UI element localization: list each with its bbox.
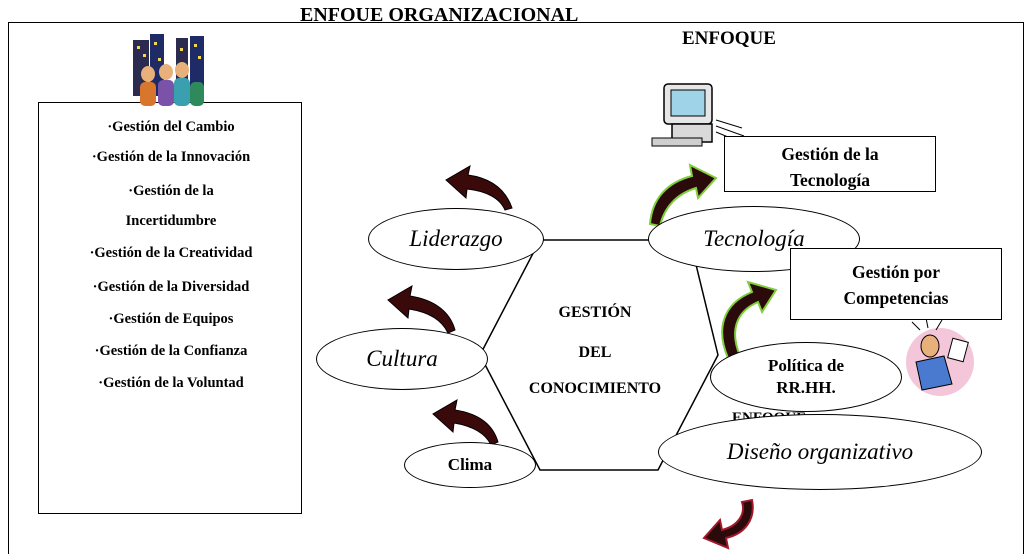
ellipse-politica: Política de RR.HH. [710, 342, 902, 412]
list-item: ·Gestión de la Diversidad [92, 279, 250, 295]
ellipse-diseno: Diseño organizativo [658, 414, 982, 490]
diagram-frame [8, 22, 1024, 554]
computer-clipart-icon [651, 83, 745, 147]
list-item: ·Gestión de la [128, 183, 214, 199]
ellipse-label: Tecnología [703, 226, 805, 251]
list-item: ·Gestión del Cambio [107, 119, 235, 135]
ellipse-label: Liderazgo [409, 226, 503, 251]
management-list-box: ·Gestión del Cambio ·Gestión de la Innov… [38, 102, 302, 514]
ellipse-label: Cultura [366, 346, 438, 371]
box-gestion-tecnologia: Gestión de la Tecnología [724, 136, 936, 192]
ellipse-clima: Clima [404, 442, 536, 488]
list-item: ·Gestión de la Innovación [91, 149, 251, 165]
list-item: ·Gestión de la Confianza [94, 343, 248, 359]
arrow-diseno-down [702, 498, 754, 550]
ellipse-liderazgo: Liderazgo [368, 208, 544, 270]
box-line: Gestión de la [781, 144, 879, 164]
title-enfoque-right: ENFOQUE [682, 28, 776, 49]
arrow-competencias [721, 280, 778, 360]
arrow-tecnologia [648, 163, 718, 228]
list-item: ·Gestión de la Creatividad [89, 245, 253, 261]
ellipse-label: RR.HH. [776, 378, 836, 397]
box-line: Competencias [843, 288, 949, 308]
box-gestion-competencias: Gestión por Competencias [790, 248, 1002, 320]
box-line: Tecnología [789, 170, 871, 190]
list-item: ·Gestión de la Voluntad [98, 375, 244, 391]
center-line-2: DEL [578, 344, 612, 361]
title-organizational: ENFOUE ORGANIZACIONAL [300, 4, 579, 26]
ellipse-label: Diseño organizativo [726, 439, 914, 464]
center-line-3: CONOCIMIENTO [528, 380, 662, 397]
center-line-1: GESTIÓN [558, 304, 632, 321]
ellipse-label: Política de [767, 356, 844, 375]
ellipse-cultura: Cultura [316, 328, 488, 390]
arrow-cultura [387, 285, 456, 334]
people-city-clipart-icon [133, 34, 204, 106]
arrow-clima [432, 399, 499, 446]
box-line: Gestión por [852, 262, 940, 282]
arrow-liderazgo [445, 164, 513, 211]
list-item: Incertidumbre [125, 213, 217, 229]
list-item: ·Gestión de Equipos [108, 311, 234, 327]
stressed-man-clipart-icon [906, 317, 974, 396]
ellipse-label: Clima [447, 455, 493, 474]
